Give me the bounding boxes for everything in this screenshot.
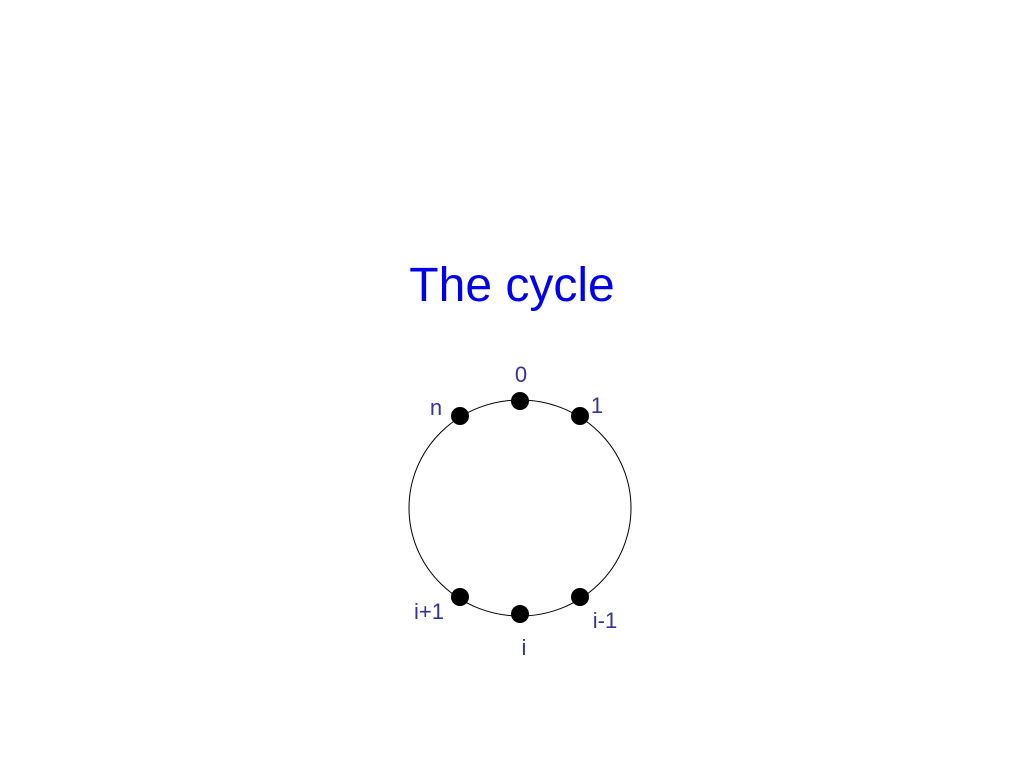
cycle-edge — [408, 399, 632, 617]
slide-title: The cycle — [409, 259, 615, 312]
node-label-1: 1 — [591, 393, 603, 418]
node-i-1 — [571, 588, 589, 606]
node-label-0: 0 — [515, 362, 527, 387]
node-label-i: i — [522, 635, 527, 660]
node-1 — [571, 407, 589, 425]
node-i — [511, 605, 529, 623]
node-n — [451, 407, 469, 425]
node-label-n: n — [430, 395, 442, 420]
node-0 — [511, 392, 529, 410]
node-i-plus-1 — [451, 588, 469, 606]
node-label-i-1: i-1 — [593, 608, 617, 633]
node-label-i-plus-1: i+1 — [414, 599, 444, 624]
